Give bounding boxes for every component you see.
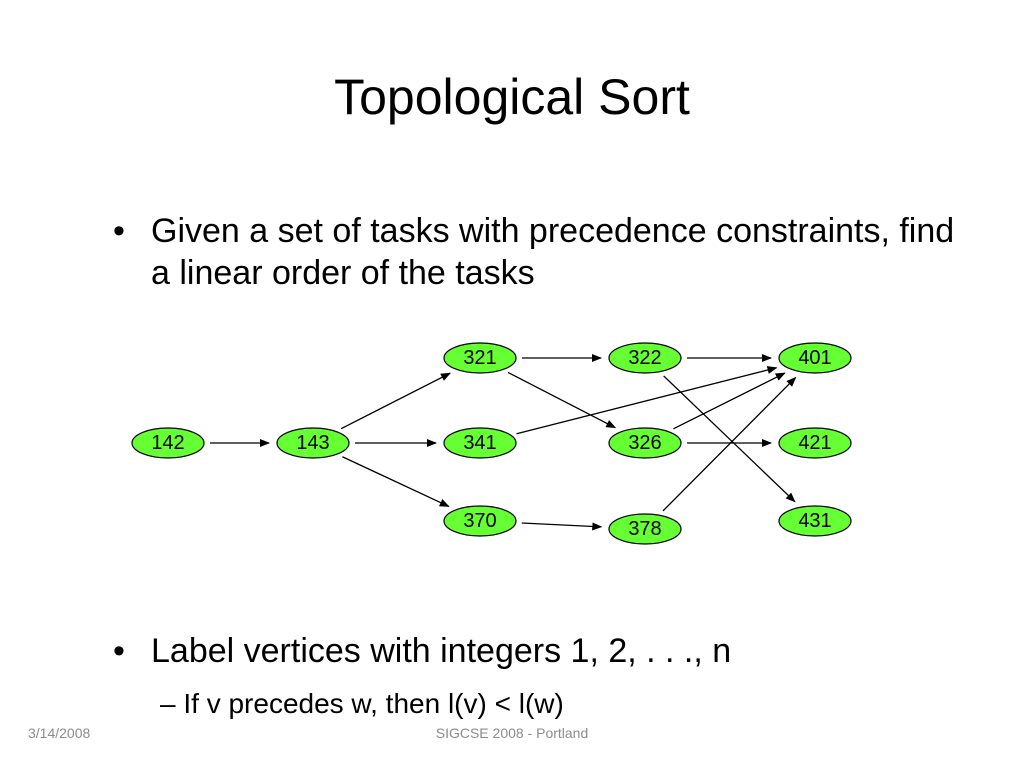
node-431: 431 <box>778 505 852 537</box>
footer-date: 3/14/2008 <box>28 725 91 741</box>
node-421: 421 <box>778 427 852 459</box>
edge-322-431 <box>663 375 796 503</box>
bullet-marker: • <box>113 212 125 250</box>
node-322: 322 <box>608 342 682 374</box>
node-143: 143 <box>276 427 350 459</box>
node-ellipse <box>131 427 205 459</box>
node-label: 431 <box>798 510 831 532</box>
slide-title: Topological Sort <box>334 69 690 125</box>
node-label: 143 <box>296 432 329 454</box>
edge-370-378 <box>521 522 603 531</box>
bullet-marker: • <box>113 632 125 670</box>
node-ellipse <box>276 427 350 459</box>
node-ellipse <box>778 342 852 374</box>
node-401: 401 <box>778 342 852 374</box>
node-ellipse <box>608 342 682 374</box>
bullet-text: Given a set of tasks with precedence con… <box>151 212 955 292</box>
node-label: 370 <box>463 510 496 532</box>
node-ellipse <box>443 342 517 374</box>
sub-bullet: – If v precedes w, then l(v) < l(w) <box>160 688 564 719</box>
node-label: 401 <box>798 347 831 369</box>
bullet-text: Label vertices with integers 1, 2, . . .… <box>151 632 732 670</box>
node-label: 378 <box>628 518 661 540</box>
edge-326-401 <box>673 372 786 430</box>
edge-143-321 <box>340 372 451 430</box>
node-ellipse <box>608 513 682 545</box>
node-ellipse <box>443 427 517 459</box>
node-label: 322 <box>628 347 661 369</box>
node-341: 341 <box>443 427 517 459</box>
node-label: 421 <box>798 432 831 454</box>
node-label: 321 <box>463 347 496 369</box>
node-label: 326 <box>628 432 661 454</box>
node-321: 321 <box>443 342 517 374</box>
edge-143-370 <box>342 456 450 508</box>
edge-321-326 <box>507 371 617 429</box>
node-label: 341 <box>463 432 496 454</box>
node-ellipse <box>443 505 517 537</box>
footer-center: SIGCSE 2008 - Portland <box>435 725 589 741</box>
node-ellipse <box>778 505 852 537</box>
node-ellipse <box>608 427 682 459</box>
node-label: 142 <box>151 432 184 454</box>
edge-341-401 <box>516 366 778 435</box>
node-142: 142 <box>131 427 205 459</box>
node-326: 326 <box>608 427 682 459</box>
edge-378-401 <box>662 376 797 512</box>
node-378: 378 <box>608 513 682 545</box>
node-370: 370 <box>443 505 517 537</box>
node-ellipse <box>778 427 852 459</box>
